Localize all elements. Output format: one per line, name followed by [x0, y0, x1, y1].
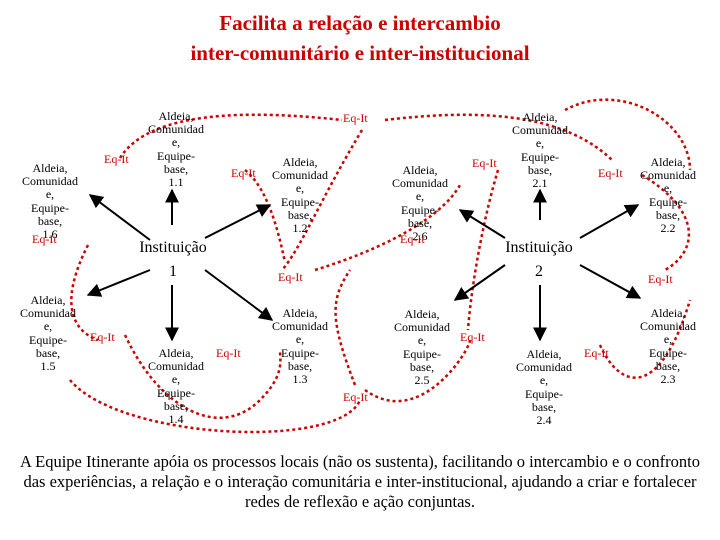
curve-far-right	[641, 173, 691, 272]
eq-it-label: Eq-It	[104, 152, 129, 166]
eq-it-label: Eq-It	[472, 156, 497, 170]
curve-lower-right	[598, 299, 692, 379]
hub1-arrows	[86, 188, 274, 342]
curve-right-loop	[466, 169, 500, 331]
curve-mid-hub2	[314, 184, 462, 272]
eq-it-label: Eq-It	[90, 330, 115, 344]
arrow-h1-n12	[204, 204, 272, 239]
title-line-2: inter-comunitário e inter-institucional	[190, 41, 530, 65]
curve-top-hub2	[384, 113, 613, 161]
eq-it-label: Eq-It	[598, 166, 623, 180]
curve-top-down	[281, 129, 364, 271]
eq-it-label: Eq-It	[231, 166, 256, 180]
eq-it-label: Eq-It	[584, 346, 609, 360]
arrow-h1-n13	[204, 269, 274, 321]
curve-left-loop	[70, 244, 99, 342]
curve-hub1-top	[118, 113, 343, 159]
arrow-h1-n15	[86, 269, 151, 297]
hub2-arrows	[453, 188, 642, 342]
arrow-h2-n22	[579, 204, 640, 239]
curve-bottom-center	[334, 269, 357, 386]
diagram-title: Facilita a relação e intercambio inter-c…	[0, 8, 720, 68]
curve-lower-left-return	[69, 379, 362, 434]
eq-it-label: Eq-It	[648, 272, 673, 286]
arrow-h2-n23	[579, 264, 642, 299]
eq-it-label: Eq-It	[216, 346, 241, 360]
eq-it-label: Eq-It	[460, 330, 485, 344]
title-line-1: Facilita a relação e intercambio	[219, 11, 501, 35]
eq-it-label: Eq-It	[278, 270, 303, 284]
arrow-h2-n26	[458, 209, 506, 239]
arrow-h2-n25	[453, 264, 506, 301]
eq-it-label: Eq-It	[32, 232, 57, 246]
caption: A Equipe Itinerante apóia os processos l…	[20, 452, 700, 511]
arrow-h1-n16	[88, 194, 151, 241]
curve-bottom-right	[364, 339, 472, 403]
eq-it-curves	[69, 98, 692, 434]
eq-it-label: Eq-It	[343, 111, 368, 125]
curve-top-right-loop	[564, 98, 692, 171]
eq-it-label: Eq-It	[400, 232, 425, 246]
curve-bottom-left	[123, 334, 282, 419]
eq-it-label: Eq-It	[343, 390, 368, 404]
